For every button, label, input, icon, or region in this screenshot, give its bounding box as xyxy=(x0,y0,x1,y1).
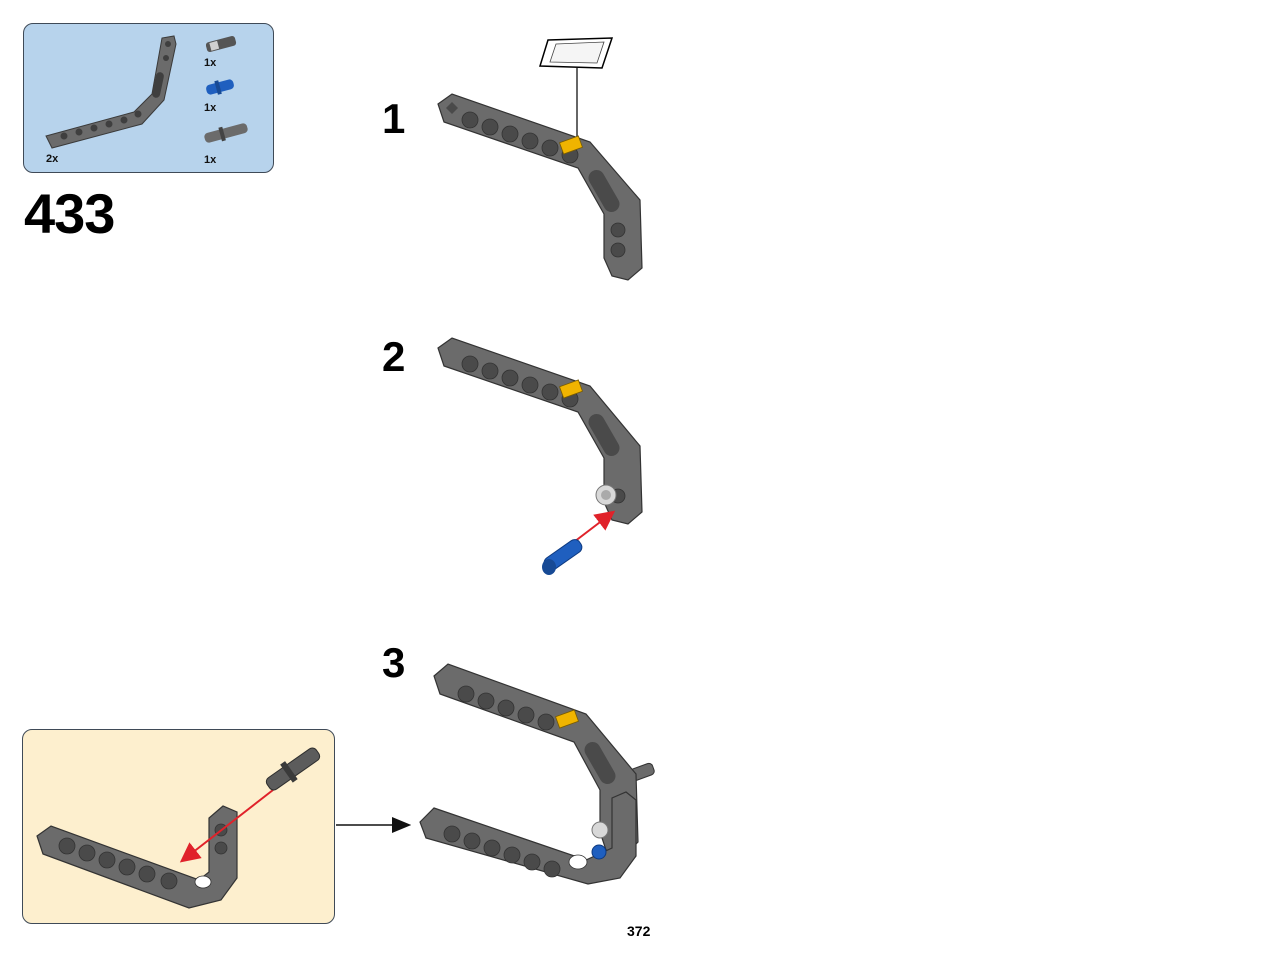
substep-number: 3 xyxy=(382,639,406,686)
substep-number: 2 xyxy=(382,333,406,380)
part-qty: 1x xyxy=(204,154,217,166)
step-number: 433 xyxy=(24,182,115,245)
step2-beam xyxy=(437,337,643,525)
parts-list-illustration xyxy=(45,35,248,149)
part-qty: 1x xyxy=(204,57,217,69)
bent-beam-icon xyxy=(45,35,177,149)
long-pin-icon xyxy=(204,123,248,143)
callout-box xyxy=(22,729,335,924)
part-qty: 2x xyxy=(46,153,59,165)
step1-beam xyxy=(437,93,643,281)
page-number: 372 xyxy=(627,923,651,939)
blue-pin-insert xyxy=(542,510,616,575)
part-qty: 1x xyxy=(204,102,217,114)
axle-connector-icon xyxy=(205,35,237,53)
callout-illustration xyxy=(36,747,321,909)
step3-assembly xyxy=(419,663,655,885)
parts-list-box: 2x 1x 1x 1x xyxy=(23,23,274,173)
substep-number: 1 xyxy=(382,95,406,142)
blue-pin-icon xyxy=(206,79,234,95)
sticker-callout xyxy=(538,37,614,140)
